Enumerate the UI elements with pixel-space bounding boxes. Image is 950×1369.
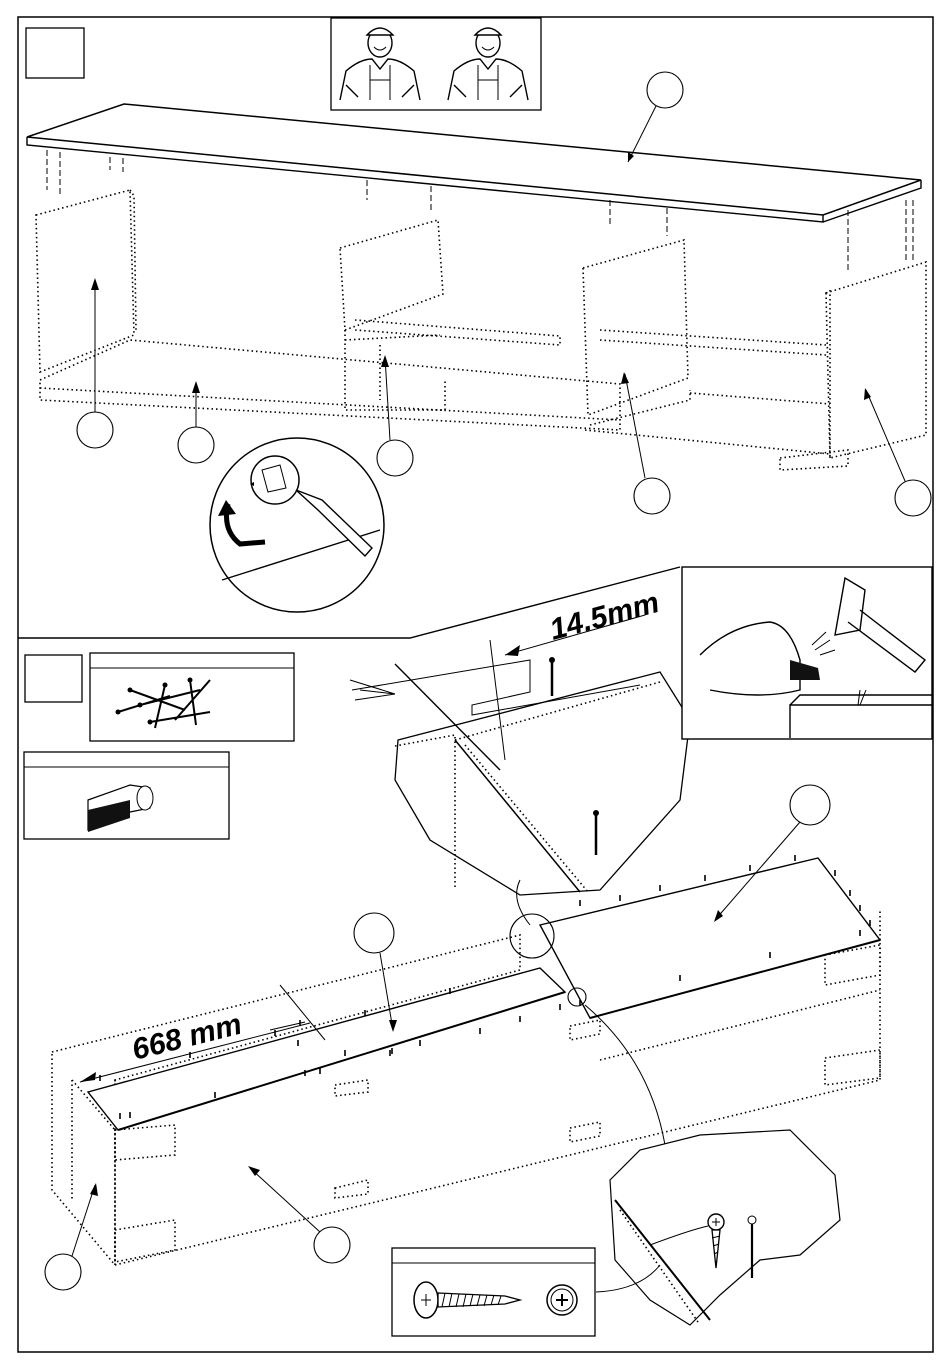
step-1-number-box — [26, 28, 84, 78]
screw-head-icon — [547, 1285, 577, 1315]
bottom-board — [40, 340, 620, 430]
dimension-nail-label: 14.5mm — [546, 586, 662, 647]
callout-right-side-panel — [895, 480, 931, 516]
step-2-panel: 14.5mm — [18, 567, 932, 1336]
callout-top-board — [647, 72, 683, 108]
callout-middle-partition — [377, 440, 413, 476]
callout-side-panel — [45, 1254, 81, 1290]
top-board — [27, 104, 921, 222]
left-side-panel — [36, 190, 136, 372]
screw-detail — [596, 1130, 840, 1325]
callout-cabinet-body — [314, 1227, 350, 1263]
step-2-number-box — [25, 655, 82, 702]
callout-left-panel — [77, 412, 113, 448]
callout-back-panel-left — [354, 913, 394, 953]
adhesive-pad-icon — [24, 752, 229, 839]
nail-depth-detail: 14.5mm — [350, 586, 690, 895]
cam-lock-detail — [210, 438, 384, 612]
right-side-panel — [585, 262, 926, 470]
step-1-panel — [26, 18, 931, 612]
callout-bottom-board — [178, 427, 214, 463]
nail-bag-icon — [90, 653, 294, 741]
two-person-icon — [331, 18, 541, 110]
screw-hardware-box — [392, 1248, 595, 1336]
hammer-detail — [682, 567, 932, 739]
callout-right-middle-partition — [634, 478, 670, 514]
middle-partition — [340, 220, 560, 410]
cam-lock-icon — [251, 456, 299, 504]
callout-back-panel-right — [790, 785, 830, 825]
